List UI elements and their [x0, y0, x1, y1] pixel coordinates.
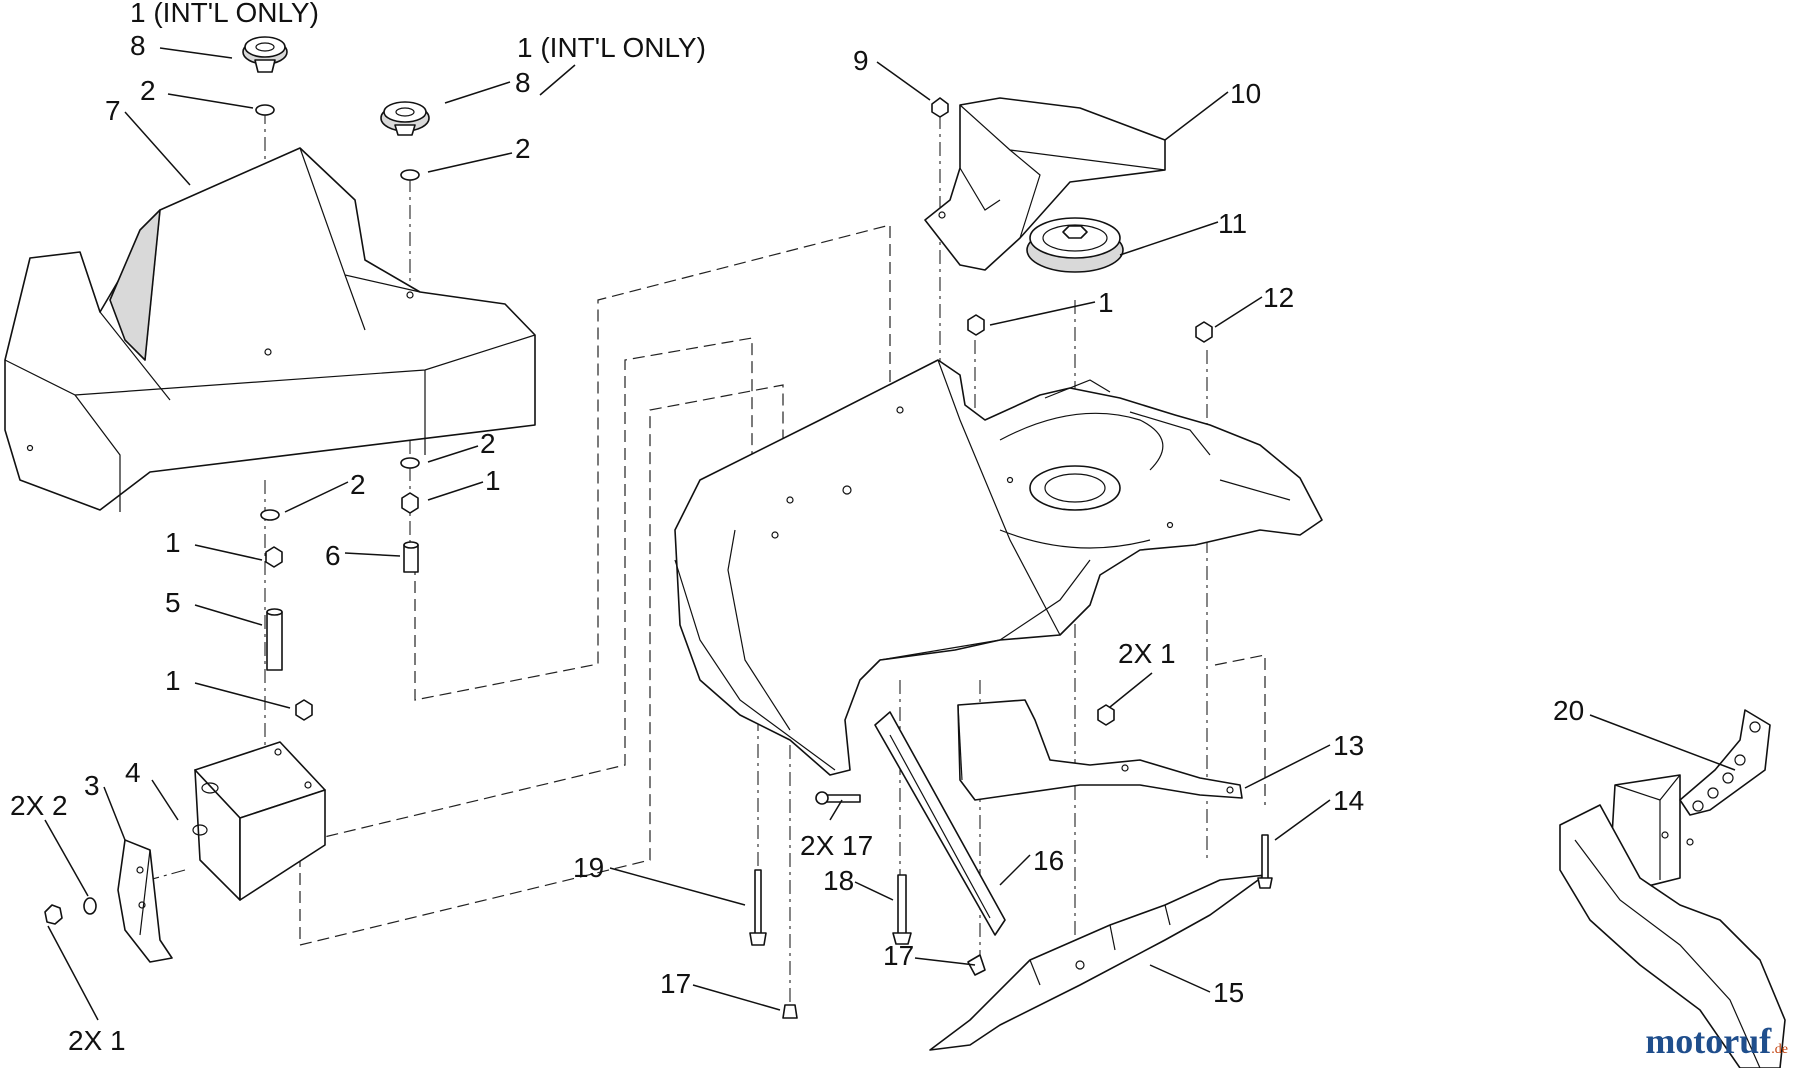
leader-line-6: [876, 61, 931, 101]
leader-line-24: [44, 819, 89, 897]
bracket-part-4: [192, 741, 326, 901]
callout-2x-1-a: 2X 1: [1118, 638, 1176, 669]
leader-line-19: [1589, 714, 1736, 771]
leader-line-10: [1214, 296, 1263, 328]
callout-11: 11: [1218, 208, 1247, 239]
leader-line-29: [914, 957, 976, 966]
callout-2x-17: 2X 17: [800, 830, 873, 861]
leader-line-15: [344, 552, 401, 557]
leader-line-14: [194, 544, 263, 561]
callout-7: 7: [105, 95, 121, 126]
washers-and-nuts: [44, 104, 1213, 925]
plate-part-3: [117, 839, 173, 963]
leader-line-17: [194, 682, 291, 709]
pulley-part-11: [1026, 217, 1124, 273]
leader-line-18: [1109, 672, 1153, 708]
arm-part-13: [957, 699, 1243, 801]
callout-9: 9: [853, 45, 869, 76]
strip-part-16: [874, 711, 1006, 936]
callout-2-b: 2: [515, 133, 531, 164]
leader-line-2: [539, 64, 576, 96]
leader-line-7: [1164, 91, 1229, 141]
leader-line-0: [159, 47, 233, 59]
callout-19: 19: [573, 852, 604, 883]
callout-17-a: 17: [883, 940, 914, 971]
callout-2x-1-b: 2X 1: [68, 1025, 126, 1056]
leader-line-28: [854, 881, 894, 901]
watermark-logo: motoruf.de: [1645, 1020, 1788, 1062]
leader-line-31: [1149, 964, 1211, 993]
callout-16: 16: [1033, 845, 1064, 876]
callout-15: 15: [1213, 977, 1244, 1008]
leader-line-5: [427, 152, 513, 173]
callout-10: 10: [1230, 78, 1261, 109]
leader-line-26: [999, 854, 1031, 886]
callout-8-a: 8: [130, 30, 146, 61]
callout-3: 3: [84, 770, 100, 801]
cover-part-10: [924, 97, 1166, 271]
leader-line-16: [194, 604, 263, 626]
watermark-name: motoruf: [1645, 1021, 1772, 1061]
callout-1-c: 1: [165, 527, 181, 558]
spacers-part-5-6: [266, 541, 419, 671]
callout-4: 4: [125, 757, 141, 788]
leader-line-21: [1274, 799, 1331, 841]
leader-line-12: [427, 481, 484, 501]
callout-1-a: 1: [1098, 287, 1114, 318]
callout-labels: 1 (INT'L ONLY) 8 1 (INT'L ONLY) 8 2 7 2 …: [10, 0, 1584, 1056]
leader-line-23: [103, 786, 126, 841]
leader-line-27: [609, 867, 746, 906]
leader-line-1: [167, 93, 254, 109]
knob-part-8: [242, 36, 430, 136]
callout-1-intl-only-a: 1 (INT'L ONLY): [130, 0, 319, 28]
leader-line-30: [692, 984, 781, 1011]
callout-8-b: 8: [515, 67, 531, 98]
callout-leader-lines: [44, 47, 1736, 1021]
callout-5: 5: [165, 587, 181, 618]
watermark-tld: .de: [1771, 1042, 1788, 1057]
callout-18: 18: [823, 865, 854, 896]
callout-1-d: 1: [165, 665, 181, 696]
leader-line-4: [124, 111, 191, 186]
pins-and-bolts: [749, 791, 1273, 1019]
callout-2-d: 2: [350, 469, 366, 500]
callout-2x-2: 2X 2: [10, 790, 68, 821]
callout-2-c: 2: [480, 428, 496, 459]
callout-17-b: 17: [660, 968, 691, 999]
callout-1-intl-only-b: 1 (INT'L ONLY): [517, 32, 706, 63]
leader-line-32: [47, 925, 99, 1021]
bolt-part-9: [931, 97, 949, 118]
leader-line-8: [1119, 221, 1219, 256]
callout-6: 6: [325, 540, 341, 571]
leader-line-20: [1244, 744, 1331, 789]
leader-line-11: [427, 445, 479, 463]
deck-main: [674, 359, 1323, 776]
callout-12: 12: [1263, 282, 1294, 313]
assembly-part-20: [1559, 709, 1786, 1068]
callout-2-a: 2: [140, 75, 156, 106]
callout-20: 20: [1553, 695, 1584, 726]
callout-1-b: 1: [485, 465, 501, 496]
leader-line-22: [151, 779, 179, 821]
upper-housing-part-7: [4, 147, 536, 512]
callout-14: 14: [1333, 785, 1364, 816]
leader-line-13: [284, 481, 349, 513]
leader-line-25: [829, 799, 843, 821]
leader-line-9: [989, 301, 1096, 326]
callout-13: 13: [1333, 730, 1364, 761]
leader-line-3: [444, 81, 511, 104]
